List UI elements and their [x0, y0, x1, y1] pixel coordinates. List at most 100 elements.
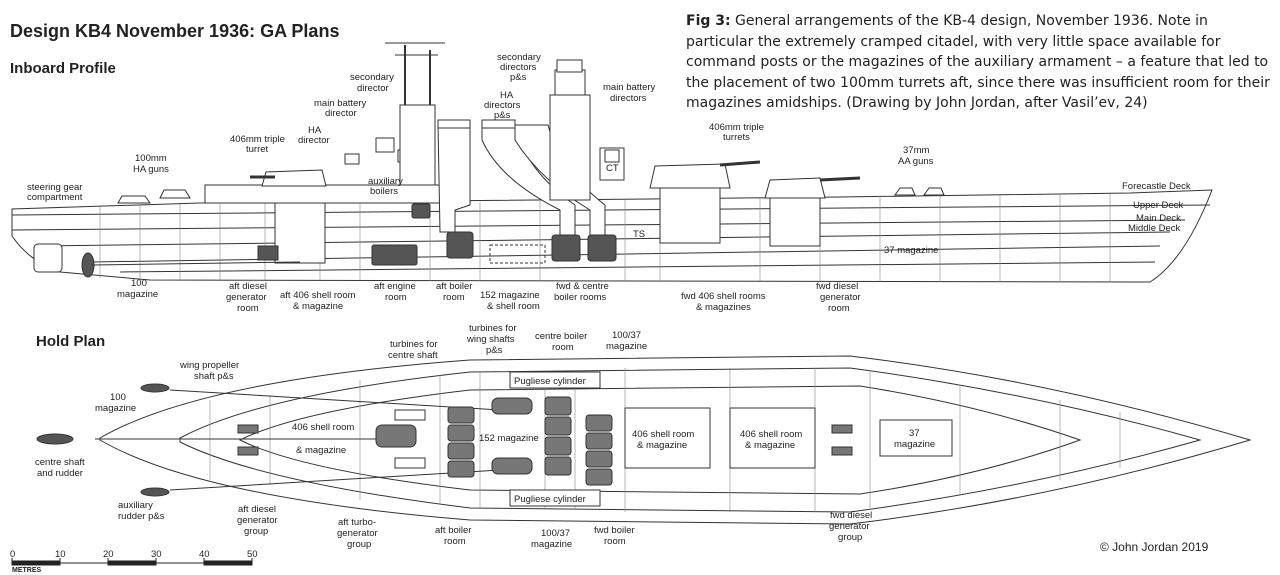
- label-fwd-boilers: fwd & centre: [556, 281, 609, 292]
- diesel-aft-1: [237, 424, 259, 434]
- label-fwd-406-shell-2: & magazines: [696, 302, 751, 313]
- caption-text: General arrangements of the KB-4 design,…: [686, 13, 1270, 111]
- label-hold-fwd-diesel: fwd diesel: [830, 510, 872, 521]
- label-hold-37-2: magazine: [894, 439, 935, 450]
- label-mb-director-aft: main battery: [314, 98, 367, 109]
- label-ha-director: HA: [308, 125, 322, 136]
- prop-wing-stbd: [140, 487, 170, 497]
- scale-tick-10: 10: [55, 549, 66, 560]
- boiler-fwd-1: [585, 414, 613, 432]
- inboard-profile-title: Inboard Profile: [10, 60, 116, 77]
- boiler-fwd: [587, 234, 617, 262]
- label-turb-wing-3: p&s: [486, 345, 503, 356]
- label-aux-boilers: auxiliary: [368, 176, 403, 187]
- copyright: © John Jordan 2019: [1100, 540, 1209, 554]
- main-turret-fwd-1: [649, 163, 731, 189]
- diesel-fwd-1: [831, 424, 853, 434]
- mb-director-aft: [375, 137, 395, 153]
- label-100-magazine-2: magazine: [117, 289, 158, 300]
- label-turret-aft: turret: [246, 144, 269, 155]
- label-pugliese-top: Pugliese cylinder: [514, 376, 586, 387]
- ha-director-aft: [344, 153, 360, 165]
- boiler-centre-1: [544, 396, 572, 416]
- label-steering-gear: steering gear: [27, 182, 82, 193]
- aft-superstructure: [204, 184, 461, 204]
- label-hold-aft-diesel-3: group: [244, 526, 268, 537]
- figure-caption: Fig 3: General arrangements of the KB-4 …: [686, 11, 1276, 114]
- label-fwd-diesel-3: room: [828, 303, 850, 314]
- label-hold-fwd-diesel-3: group: [838, 532, 862, 543]
- label-sec-directors-3: p&s: [510, 72, 527, 83]
- label-fwd-boilers-2: boiler rooms: [554, 292, 607, 303]
- label-turrets-fwd: turrets: [723, 132, 750, 143]
- label-ha-directors-3: p&s: [494, 110, 511, 121]
- label-mb-director-aft-2: director: [325, 108, 357, 119]
- label-hold-fwd-boiler: fwd boiler: [594, 525, 635, 536]
- label-aux-rudder-2: rudder p&s: [118, 511, 165, 522]
- hold-plan: [11, 355, 1252, 566]
- label-406-turret-aft: 406mm triple: [230, 134, 285, 145]
- label-100-37-bottom-2: magazine: [531, 539, 572, 550]
- label-hold-37: 37: [909, 428, 920, 439]
- label-152-magazine: 152 magazine: [480, 290, 540, 301]
- label-ts: TS: [633, 229, 645, 240]
- label-100mm: 100mm: [135, 153, 167, 164]
- label-hold-fwd-boiler-2: room: [604, 536, 626, 547]
- ha-turret-aft-2: [159, 189, 191, 199]
- label-hold-fwd-diesel-2: generator: [829, 521, 870, 532]
- scale-tick-40: 40: [199, 549, 210, 560]
- label-sec-directors-2: directors: [500, 62, 537, 73]
- label-aft-diesel: aft diesel: [229, 281, 267, 292]
- scale-bar: [11, 558, 253, 566]
- label-aux-rudder: auxiliary: [118, 500, 153, 511]
- prop-wing-port: [140, 383, 170, 393]
- inboard-profile: [11, 42, 1213, 283]
- label-152-magazine-2: & shell room: [487, 301, 540, 312]
- label-ha-directors: HA: [500, 90, 514, 101]
- rudder-aft: [33, 243, 63, 273]
- label-turb-wing: turbines for: [469, 323, 517, 334]
- turbine-wing-stbd: [491, 457, 533, 475]
- label-aft-406-shell-2: & magazine: [293, 301, 343, 312]
- label-turb-centre-2: centre shaft: [388, 350, 438, 361]
- label-37-magazine: 37 magazine: [884, 245, 938, 256]
- label-ha-directors-2: directors: [484, 100, 521, 111]
- scale-tick-50: 50: [247, 549, 258, 560]
- label-fwd-406-shell: fwd 406 shell rooms: [681, 291, 766, 302]
- fwd-tower: [549, 94, 591, 201]
- label-aux-boilers-2: boilers: [370, 186, 398, 197]
- shell-room-mid: [624, 407, 711, 469]
- label-main-deck: Main Deck: [1136, 213, 1181, 224]
- ha-turret-aft-1: [117, 195, 151, 204]
- page-title: Design KB4 November 1936: GA Plans: [10, 21, 340, 41]
- label-37mm: 37mm: [903, 145, 929, 156]
- label-sec-director: secondary: [350, 72, 394, 83]
- label-steering-gear-2: compartment: [27, 192, 83, 203]
- label-hold-406-mid-2: & magazine: [637, 440, 687, 451]
- label-turb-centre: turbines for: [390, 339, 438, 350]
- label-aft-turbo-2: generator: [337, 528, 378, 539]
- label-wing-prop-2: shaft p&s: [194, 371, 234, 382]
- hold-labels: wing propeller shaft p&s 100 magazine ce…: [10, 323, 935, 560]
- turbine-wing-port: [491, 397, 533, 415]
- label-hold-406-aft-2: & magazine: [296, 445, 346, 456]
- aux-boiler: [411, 203, 431, 219]
- label-aft-engine: aft engine: [374, 281, 416, 292]
- label-mb-directors-2: directors: [610, 93, 647, 104]
- label-hold-406-fwd-2: & magazine: [745, 440, 795, 451]
- label-centre-shaft-2: and rudder: [37, 468, 83, 479]
- main-turret-fwd-2: [764, 177, 826, 199]
- label-hold-100: 100: [110, 392, 126, 403]
- label-wing-prop: wing propeller: [179, 360, 239, 371]
- label-hold-aft-boiler: aft boiler: [435, 525, 471, 536]
- label-aft-engine-2: room: [385, 292, 407, 303]
- boiler-aft-1: [447, 406, 475, 424]
- label-hold-152: 152 magazine: [479, 433, 539, 444]
- label-centre-boiler-2: room: [552, 342, 574, 353]
- shell-room-fwd: [729, 407, 816, 469]
- label-forecastle-deck: Forecastle Deck: [1122, 181, 1191, 192]
- aa-gun-1: [894, 187, 916, 196]
- label-turb-wing-2: wing shafts: [466, 334, 515, 345]
- scale-tick-20: 20: [103, 549, 114, 560]
- label-hold-406-aft: 406 shell room: [292, 422, 354, 433]
